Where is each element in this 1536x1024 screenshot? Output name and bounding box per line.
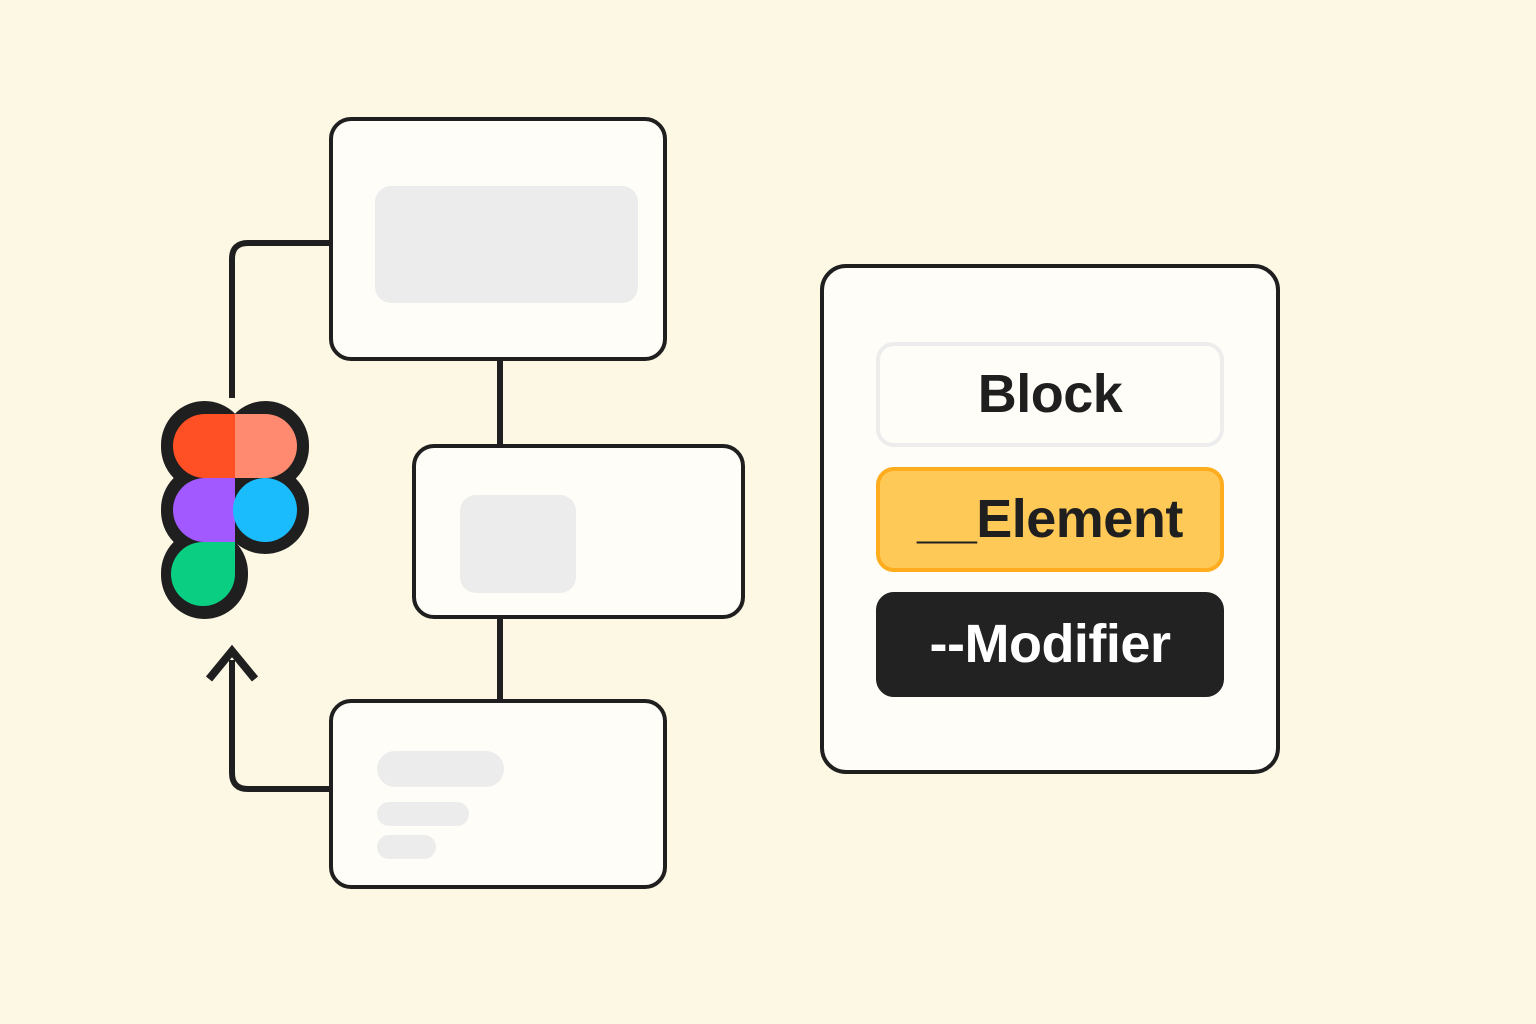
figma-logo-shapes [171,414,297,606]
figma-green-shape [171,542,235,606]
connector-arrowhead-icon [205,644,259,682]
card3-to-figma-connector [229,660,329,792]
figma-salmon-shape [235,414,297,478]
card1-to-figma-connector [229,240,329,398]
hero-image-placeholder [375,186,638,303]
media-card[interactable] [412,444,745,619]
figma-orange-shape [173,414,235,478]
figma-logo[interactable] [160,400,310,632]
figma-blue-shape [233,478,297,542]
text-line-placeholder-3 [377,835,436,859]
bem-pill-block[interactable]: Block [876,341,1224,447]
text-line-placeholder-2 [377,802,469,826]
figma-purple-shape [173,478,235,542]
text-card[interactable] [329,699,667,889]
text-line-placeholder-1 [377,751,504,787]
thumbnail-placeholder [460,495,576,593]
bem-pill-modifier[interactable]: --Modifier [876,591,1224,697]
bem-naming-panel[interactable]: Block __Element --Modifier [820,264,1280,774]
hero-card[interactable] [329,117,667,361]
bem-pill-element[interactable]: __Element [876,466,1224,572]
